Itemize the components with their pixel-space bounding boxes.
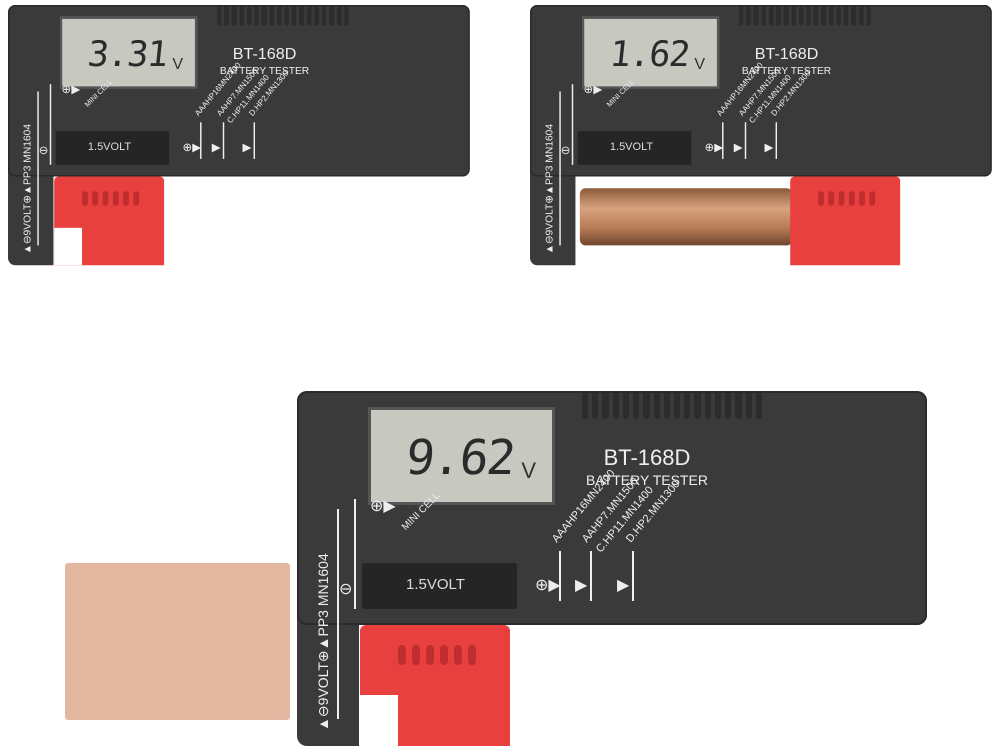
aa-battery — [579, 188, 793, 246]
9v-terminal-label: ▲⊖9VOLT⊕▲PP3 MN1604 — [21, 123, 33, 255]
voltage-reading: 1.62 — [608, 33, 692, 75]
device-subtitle: BATTERY TESTER — [219, 64, 310, 77]
slot-label: 1.5VOLT — [609, 140, 654, 154]
contact-line — [222, 122, 225, 159]
grip-grill — [216, 6, 349, 26]
arrow-icon: ▶ — [733, 141, 743, 154]
plus-icon: ⊕▶ — [370, 498, 396, 515]
contact-line — [775, 122, 778, 159]
arrow-icon: ▶ — [764, 141, 774, 154]
cell-slot: 1.5VOLT — [55, 131, 170, 165]
contact-line — [744, 122, 747, 159]
terminal-line — [49, 84, 52, 165]
plus-arrow-icon: ⊕▶ — [182, 141, 202, 154]
contact-line — [722, 122, 724, 159]
slider-clamp[interactable] — [360, 625, 510, 746]
cell-slot: 1.5VOLT — [362, 563, 517, 609]
battery-tester-3: 9.62 V BT-168D BATTERY TESTER ▲⊖9VOLT⊕▲P… — [297, 391, 927, 746]
contact-line — [632, 551, 634, 601]
voltage-reading: 9.62 — [403, 430, 517, 486]
slot-label: 1.5VOLT — [406, 576, 465, 593]
device-subtitle: BATTERY TESTER — [741, 64, 832, 77]
minus-icon: ⊖ — [560, 144, 571, 157]
9v-terminal-label: ▲⊖9VOLT⊕▲PP3 MN1604 — [315, 553, 331, 731]
terminal-line — [559, 91, 561, 246]
minus-icon: ⊖ — [38, 144, 49, 157]
battery-9v — [65, 563, 290, 720]
contact-line — [590, 551, 592, 601]
voltage-unit: V — [694, 54, 706, 73]
contact-line — [559, 551, 561, 601]
contact-line — [200, 122, 202, 159]
arrow-icon: ▶ — [575, 577, 588, 594]
terminal-line — [354, 499, 356, 609]
slider-clamp[interactable] — [54, 176, 165, 266]
model-name: BT-168D — [603, 445, 691, 470]
lcd-display: 9.62 V — [368, 407, 555, 505]
voltage-unit: V — [521, 458, 536, 483]
grip-grill — [738, 6, 871, 26]
battery-tester-1: 3.31 V BT-168D BATTERY TESTER ▲⊖9VOLT⊕▲P… — [8, 5, 470, 266]
terminal-line — [571, 84, 574, 165]
9v-terminal-label: ▲⊖9VOLT⊕▲PP3 MN1604 — [543, 123, 555, 255]
arrow-icon: ▶ — [242, 141, 252, 154]
lcd-display: 1.62 V — [582, 16, 720, 89]
lcd-display: 3.31 V — [60, 16, 198, 89]
minus-icon: ⊖ — [339, 581, 353, 598]
terminal-line — [337, 509, 339, 719]
voltage-unit: V — [172, 54, 184, 73]
plus-arrow-icon: ⊕▶ — [535, 577, 561, 594]
device-subtitle: BATTERY TESTER — [586, 472, 708, 488]
plus-icon: ⊕▶ — [583, 83, 603, 96]
grip-grill — [582, 393, 762, 419]
arrow-icon: ▶ — [211, 141, 221, 154]
model-name: BT-168D — [754, 44, 819, 63]
arrow-icon: ▶ — [617, 577, 630, 594]
model-name: BT-168D — [232, 44, 297, 63]
plus-icon: ⊕▶ — [61, 83, 81, 96]
plus-arrow-icon: ⊕▶ — [704, 141, 724, 154]
slider-clamp[interactable] — [790, 176, 901, 266]
voltage-reading: 3.31 — [86, 33, 170, 75]
contact-line — [253, 122, 256, 159]
cell-slot: 1.5VOLT — [577, 131, 692, 165]
battery-tester-2: 1.62 V BT-168D BATTERY TESTER ▲⊖9VOLT⊕▲P… — [530, 5, 992, 266]
slot-label: 1.5VOLT — [87, 140, 132, 154]
terminal-line — [37, 91, 39, 246]
